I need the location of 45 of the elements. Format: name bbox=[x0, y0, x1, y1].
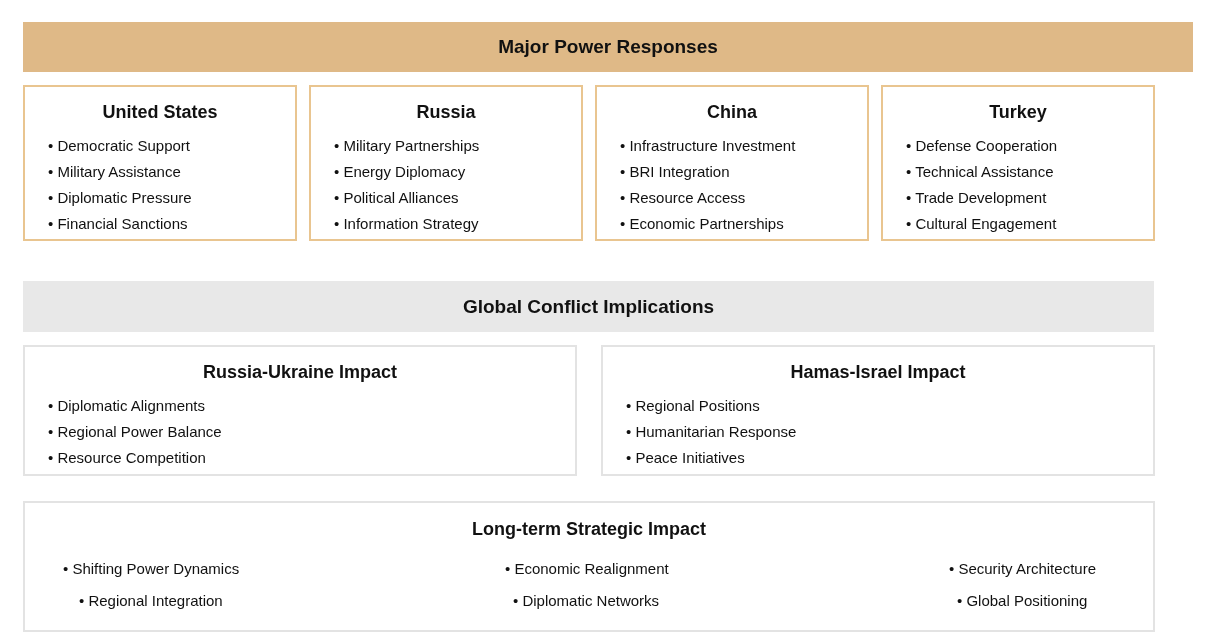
bullet-item: • Cultural Engagement bbox=[906, 215, 1057, 232]
bullet-item: • Regional Power Balance bbox=[48, 423, 222, 440]
bullet-item: • Diplomatic Networks bbox=[513, 592, 660, 609]
bullet-item: • Military Assistance bbox=[48, 163, 181, 180]
bullet-item: • Resource Access bbox=[620, 189, 746, 206]
bullet-item: • Global Positioning bbox=[957, 592, 1088, 609]
section-banner bbox=[23, 22, 1193, 72]
bullet-item: • BRI Integration bbox=[620, 163, 730, 180]
bullet-item: • Economic Partnerships bbox=[620, 215, 784, 232]
panel-card bbox=[23, 85, 297, 241]
bullet-item: • Democratic Support bbox=[48, 137, 190, 154]
bullet-item: • Infrastructure Investment bbox=[620, 137, 796, 154]
panel-card bbox=[601, 345, 1155, 476]
panel-heading: United States bbox=[101, 102, 219, 123]
bullet-item: • Energy Diplomacy bbox=[334, 163, 466, 180]
section-heading: Global Conflict Implications bbox=[462, 295, 715, 318]
bullet-item: • Political Alliances bbox=[334, 189, 459, 206]
bullet-item: • Military Partnerships bbox=[334, 137, 480, 154]
bullet-item: • Regional Integration bbox=[79, 592, 223, 609]
bullet-item: • Diplomatic Pressure bbox=[48, 189, 192, 206]
bullet-item: • Information Strategy bbox=[334, 215, 479, 232]
bullet-item: • Financial Sanctions bbox=[48, 215, 188, 232]
panel-heading: Turkey bbox=[988, 102, 1048, 123]
panel-heading: Russia bbox=[415, 102, 477, 123]
bullet-item: • Security Architecture bbox=[949, 560, 1096, 577]
panel-card bbox=[881, 85, 1155, 241]
bullet-item: • Peace Initiatives bbox=[626, 449, 745, 466]
bullet-item: • Regional Positions bbox=[626, 397, 760, 414]
panel-card bbox=[23, 345, 577, 476]
section-heading: Major Power Responses bbox=[498, 36, 718, 58]
panel-card bbox=[309, 85, 583, 241]
bullet-item: • Diplomatic Alignments bbox=[48, 397, 205, 414]
bullet-item: • Economic Realignment bbox=[505, 560, 669, 577]
panel-heading: Hamas-Israel Impact bbox=[789, 362, 967, 383]
bullet-item: • Humanitarian Response bbox=[626, 423, 797, 440]
panel-heading: Russia-Ukraine Impact bbox=[201, 362, 399, 383]
panel-heading: China bbox=[706, 102, 758, 123]
panel-card bbox=[595, 85, 869, 241]
bullet-item: • Shifting Power Dynamics bbox=[63, 560, 240, 577]
panel-card bbox=[23, 501, 1155, 632]
panel-heading: Long-term Strategic Impact bbox=[470, 519, 707, 540]
bullet-item: • Resource Competition bbox=[48, 449, 206, 466]
bullet-item: • Technical Assistance bbox=[906, 163, 1054, 180]
bullet-item: • Defense Cooperation bbox=[906, 137, 1058, 154]
bullet-item: • Trade Development bbox=[906, 189, 1047, 206]
